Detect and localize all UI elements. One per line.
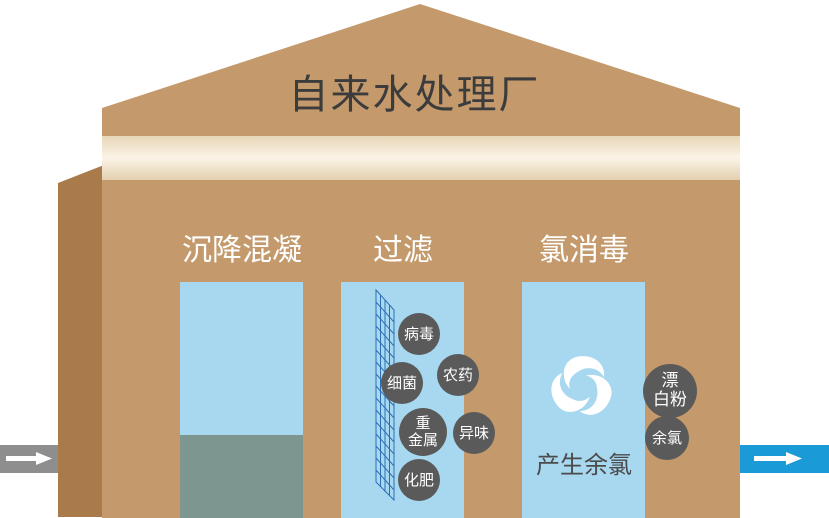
stage-label-sedimentation: 沉降混凝 <box>182 233 302 268</box>
chlorination-tank <box>522 282 645 518</box>
residual-chlorine-badge: 余氯 <box>645 416 689 460</box>
contaminant-bacteria: 细菌 <box>381 362 423 404</box>
contaminant-fertilizer: 化肥 <box>398 459 440 501</box>
bleach-powder-badge: 漂白粉 <box>643 364 697 418</box>
building-roof <box>102 4 740 136</box>
produce-residual-chlorine-label: 产生余氯 <box>536 451 632 479</box>
contaminant-heavy-metal: 重金属 <box>399 408 447 456</box>
building-side-wall <box>58 165 104 517</box>
sediment-layer <box>180 435 303 518</box>
building-beam <box>102 136 740 180</box>
contaminant-virus: 病毒 <box>398 313 440 355</box>
arrow-right-icon <box>6 452 52 465</box>
chlorine-swirl-icon <box>551 356 612 415</box>
stage-label-chlorination: 氯消毒 <box>539 233 629 268</box>
contaminant-pesticide: 农药 <box>437 354 479 396</box>
stage-label-filtration: 过滤 <box>373 233 433 268</box>
plant-title: 自来水处理厂 <box>288 72 541 118</box>
arrow-right-icon <box>754 452 802 465</box>
contaminant-odor: 异味 <box>453 412 495 454</box>
